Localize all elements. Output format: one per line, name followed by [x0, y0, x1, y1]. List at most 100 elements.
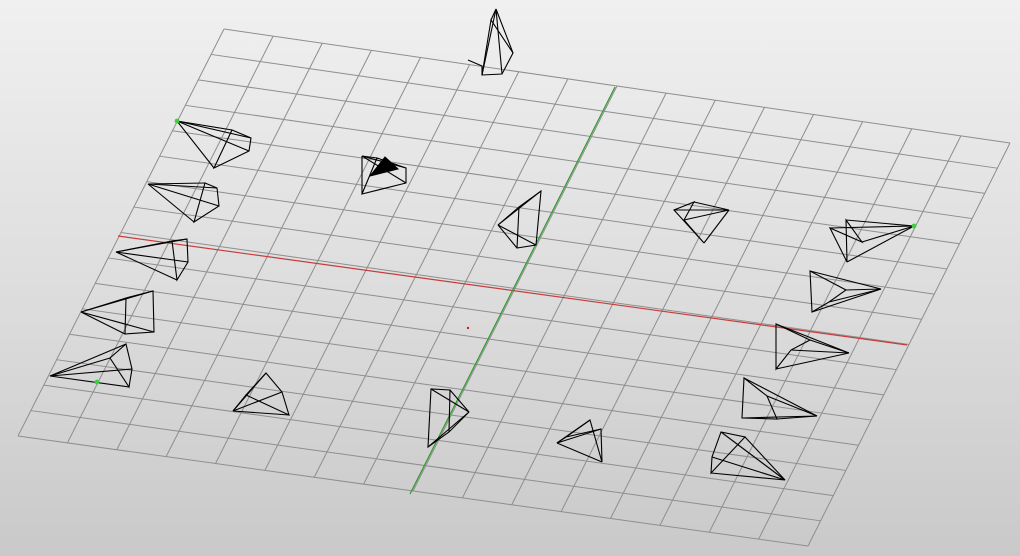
frustum-edge	[790, 349, 850, 354]
frustum-face	[368, 156, 400, 177]
frustum-edge	[556, 419, 591, 444]
frustum-edge	[176, 120, 233, 131]
grid-line	[17, 435, 809, 547]
camera-frustum-icon	[109, 342, 133, 389]
frustum-edge	[703, 209, 730, 244]
frustum-edge	[741, 415, 818, 419]
frustum-edge	[232, 372, 267, 412]
frustum-edge	[232, 391, 283, 412]
frustum-edge	[467, 59, 483, 75]
frustum-edge	[776, 415, 818, 420]
grid-line	[560, 107, 765, 512]
frustum-edge	[430, 388, 470, 413]
frustum-edge	[80, 311, 126, 335]
camera-frustum-17[interactable]	[710, 431, 786, 481]
camera-frustum-12[interactable]	[673, 200, 730, 244]
grid-line	[758, 135, 962, 540]
frustum-edge	[449, 389, 470, 413]
camera-frustum-13[interactable]	[828, 218, 915, 263]
frustum-edge	[556, 428, 602, 444]
frustum-edge	[49, 357, 111, 377]
frustum-edge	[828, 288, 882, 303]
camera-frustum-icon	[741, 376, 778, 420]
grid-line	[82, 308, 872, 421]
frustum-edge	[775, 352, 850, 370]
grid-line	[708, 128, 913, 533]
frustum-edge	[829, 225, 915, 229]
frustum-edge	[720, 431, 786, 481]
camera-frustum-1[interactable]	[467, 8, 514, 76]
frustum-edge	[481, 8, 497, 76]
frustum-edge	[809, 339, 850, 354]
camera-frustum-9[interactable]	[497, 189, 542, 249]
camera-frustum-7[interactable]	[49, 342, 133, 389]
frustum-edge	[147, 183, 218, 189]
frustum-edge	[710, 472, 786, 481]
grid-line	[95, 282, 884, 396]
camera-frustum-14[interactable]	[809, 270, 882, 313]
grid-line	[659, 121, 864, 526]
grid-line	[69, 333, 859, 446]
frustum-edge	[49, 343, 127, 377]
frustum-edge	[683, 209, 730, 221]
frustum-edge	[361, 155, 378, 159]
frustum-edge	[49, 375, 130, 388]
point-marker-icon	[174, 118, 180, 124]
camera-poses	[49, 8, 915, 481]
frustum-edge	[115, 240, 173, 253]
frustum-edge	[49, 368, 133, 377]
grid-line	[610, 114, 814, 519]
frustum-edge	[775, 323, 850, 354]
frustum-edge	[147, 182, 206, 185]
camera-frustum-4[interactable]	[147, 182, 220, 224]
camera-frustum-3[interactable]	[361, 155, 407, 195]
frustum-edge	[497, 190, 542, 226]
camera-frustum-icon	[516, 189, 542, 249]
frustum-edge	[811, 288, 882, 313]
frustum-edge	[232, 410, 290, 416]
camera-frustum-16[interactable]	[741, 376, 818, 420]
camera-frustum-2[interactable]	[176, 120, 252, 170]
frustum-edge	[766, 395, 818, 417]
grid-line	[56, 359, 846, 471]
ground-grid	[17, 28, 1011, 547]
frustum-edge	[176, 120, 252, 139]
grid-line	[461, 92, 667, 499]
point-marker-icon	[94, 379, 100, 385]
frustum-edge	[845, 219, 915, 227]
frustum-edge	[711, 456, 786, 481]
frustum-edge	[861, 225, 915, 243]
grid-line	[43, 384, 834, 497]
frustum-edge	[744, 436, 786, 481]
frustum-edge	[693, 201, 730, 211]
frustum-edge	[115, 251, 178, 281]
camera-frustum-5[interactable]	[115, 238, 189, 282]
camera-frustum-11[interactable]	[556, 419, 603, 463]
camera-frustum-10[interactable]	[427, 388, 470, 449]
frustum-edge	[115, 251, 189, 263]
frustum-edge	[495, 8, 514, 54]
frustum-edge	[497, 224, 518, 249]
camera-frustum-8[interactable]	[232, 372, 290, 417]
grid-line	[120, 232, 910, 345]
y-axis-line	[409, 86, 616, 495]
grid-line	[807, 142, 1011, 547]
grid-line	[108, 257, 897, 371]
grid-line	[511, 100, 716, 505]
frustum-edge	[176, 120, 250, 152]
frustum-edge	[495, 8, 503, 75]
camera-frustum-15[interactable]	[775, 323, 850, 371]
frustum-edge	[556, 442, 603, 463]
frustum-edge	[497, 224, 537, 246]
frustum-edge	[845, 288, 882, 291]
frustum-edge	[743, 377, 818, 417]
frustum-edge	[490, 8, 497, 21]
camera-frustum-6[interactable]	[80, 290, 155, 335]
grid-line	[30, 410, 821, 522]
frustum-edge	[427, 411, 470, 448]
origin-icon	[466, 326, 470, 330]
camera-frustum-icon	[245, 372, 290, 417]
point-marker-icon	[911, 223, 917, 229]
